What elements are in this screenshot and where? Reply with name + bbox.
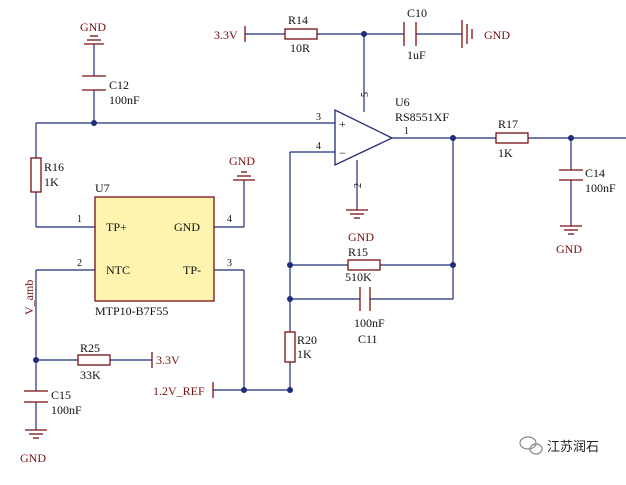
c14-value: 100nF — [585, 181, 616, 195]
wechat-icon — [519, 436, 543, 455]
u7-tpm: TP- — [183, 263, 201, 277]
r25-value: 33K — [80, 368, 101, 382]
junction-dot — [91, 120, 97, 126]
c11-value: 100nF — [354, 316, 385, 330]
gnd-label-top: GND — [80, 20, 106, 34]
junction-dot — [361, 31, 367, 37]
components — [24, 20, 583, 439]
resistor-r15 — [347, 259, 381, 271]
c10-ref: C10 — [407, 6, 427, 20]
u7-pin3: 3 — [227, 258, 232, 269]
gnd-symbol-c10 — [461, 20, 473, 48]
resistor-r17 — [495, 132, 529, 144]
c11-ref: C11 — [358, 332, 378, 346]
u6-ref: U6 — [395, 95, 410, 109]
supply-3v3-r25-label: 3.3V — [156, 353, 180, 367]
r25-ref: R25 — [80, 341, 100, 355]
c15-value: 100nF — [51, 403, 82, 417]
gnd-symbol-top — [84, 35, 104, 45]
opamp-pin1: 1 — [404, 126, 409, 137]
capacitor-c12 — [82, 75, 106, 91]
r14-value: 10R — [290, 41, 310, 55]
r17-value: 1K — [498, 146, 513, 160]
junction-dot — [33, 357, 39, 363]
watermark-text: 江苏润石 — [547, 439, 599, 455]
gnd-label-opamp: GND — [348, 230, 374, 244]
opamp-pin4: 4 — [316, 141, 321, 152]
gnd-label-c15: GND — [20, 451, 46, 465]
c15-ref: C15 — [51, 388, 71, 402]
resistor-r20 — [284, 331, 296, 363]
v-amb-label: V_amb — [22, 280, 36, 315]
gnd-symbol-u7 — [233, 171, 255, 181]
u7-ntc: NTC — [106, 263, 130, 277]
r16-ref: R16 — [44, 160, 64, 174]
opamp-u6 — [334, 108, 394, 167]
r16-value: 1K — [44, 175, 59, 189]
capacitor-c11 — [359, 287, 371, 311]
opamp-plus-sign: + — [339, 117, 346, 131]
u7-tpp: TP+ — [106, 220, 127, 234]
gnd-label-u7: GND — [229, 154, 255, 168]
c14-ref: C14 — [585, 166, 605, 180]
junction-dot — [287, 296, 293, 302]
gnd-label-c14: GND — [556, 242, 582, 256]
gnd-symbol-opamp — [346, 209, 368, 219]
junction-dot — [450, 135, 456, 141]
u7-gnd: GND — [174, 220, 200, 234]
resistor-r14 — [284, 28, 318, 40]
ic-u7-body — [94, 196, 215, 302]
resistor-r25 — [77, 354, 111, 366]
gnd-label-c10: GND — [484, 28, 510, 42]
opamp-minus-sign: − — [339, 146, 346, 160]
junction-dot — [450, 262, 456, 268]
junction-dot — [241, 387, 247, 393]
watermark: 江苏润石 — [519, 436, 599, 455]
r15-ref: R15 — [348, 245, 368, 259]
capacitor-c15 — [24, 390, 48, 403]
u7-pin2: 2 — [77, 258, 82, 269]
supply-3v3-top-label: 3.3V — [214, 28, 238, 42]
c12-ref: C12 — [109, 78, 129, 92]
r17-ref: R17 — [498, 117, 518, 131]
resistor-r16 — [30, 157, 42, 193]
r15-value: 510K — [345, 270, 372, 284]
gnd-symbol-c15 — [25, 429, 47, 439]
gnd-symbol-c14 — [560, 225, 582, 235]
junction-dot — [287, 387, 293, 393]
u6-part: RS8551XF — [395, 110, 449, 124]
u7-pin1: 1 — [77, 214, 82, 225]
opamp-pin2: 2 — [353, 183, 364, 188]
junction-dot — [568, 135, 574, 141]
capacitor-c14 — [559, 169, 583, 181]
r20-ref: R20 — [297, 333, 317, 347]
c10-value: 1uF — [407, 48, 426, 62]
capacitor-c10 — [403, 22, 417, 46]
opamp-pin3: 3 — [316, 112, 321, 123]
ref-1v2-label: 1.2V_REF — [153, 384, 205, 398]
r20-value: 1K — [297, 347, 312, 361]
wires — [35, 33, 626, 430]
junction-dot — [287, 262, 293, 268]
r14-ref: R14 — [288, 13, 308, 27]
opamp-pin5: 5 — [360, 92, 371, 97]
junctions — [33, 31, 574, 393]
u7-part: MTP10-B7F55 — [95, 304, 168, 318]
u7-pin4: 4 — [227, 214, 232, 225]
c12-value: 100nF — [109, 93, 140, 107]
u7-ref: U7 — [95, 181, 110, 195]
